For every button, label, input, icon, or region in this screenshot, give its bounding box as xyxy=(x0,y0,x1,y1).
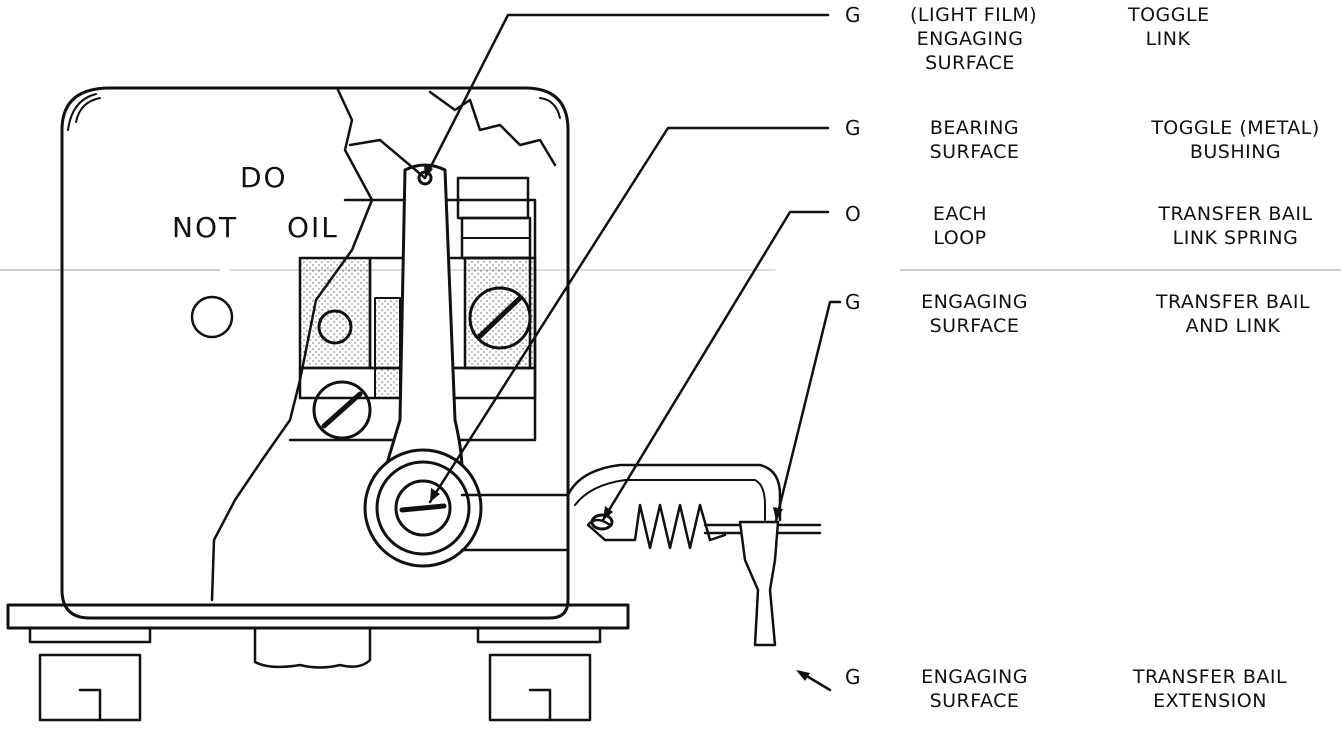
warning-line-2b: OIL xyxy=(287,211,339,244)
warning-line-1: DO xyxy=(240,161,288,194)
callout-4-code: G xyxy=(845,290,861,314)
warning-line-2a: NOT xyxy=(172,211,239,244)
callout-1-location: (LIGHT FILM) ENGAGING SURFACE xyxy=(910,4,1038,74)
transfer-bail xyxy=(566,463,782,522)
callout-1-code: G xyxy=(845,3,861,27)
transfer-bail-link-spring xyxy=(586,503,727,550)
callout-2-location: BEARING SURFACE xyxy=(929,117,1020,163)
callout-5-code: G xyxy=(845,665,861,689)
callout-4-part: TRANSFER BAIL AND LINK xyxy=(1155,291,1311,337)
callout-3-code: O xyxy=(845,202,861,226)
transfer-bail-extension xyxy=(738,520,780,647)
callout-3-part: TRANSFER BAIL LINK SPRING xyxy=(1158,203,1313,249)
callout-2-code: G xyxy=(845,116,861,140)
callout-4-location: ENGAGING SURFACE xyxy=(921,291,1028,337)
base-plate xyxy=(6,603,630,630)
callout-2-part: TOGGLE (METAL) BUSHING xyxy=(1151,117,1320,163)
callout-5-part: TRANSFER BAIL EXTENSION xyxy=(1132,666,1288,712)
callout-1-part: TOGGLE LINK xyxy=(1128,4,1210,50)
callout-5-location: ENGAGING SURFACE xyxy=(921,666,1028,712)
housing xyxy=(60,86,570,620)
callout-3-location: EACH LOOP xyxy=(932,203,988,249)
